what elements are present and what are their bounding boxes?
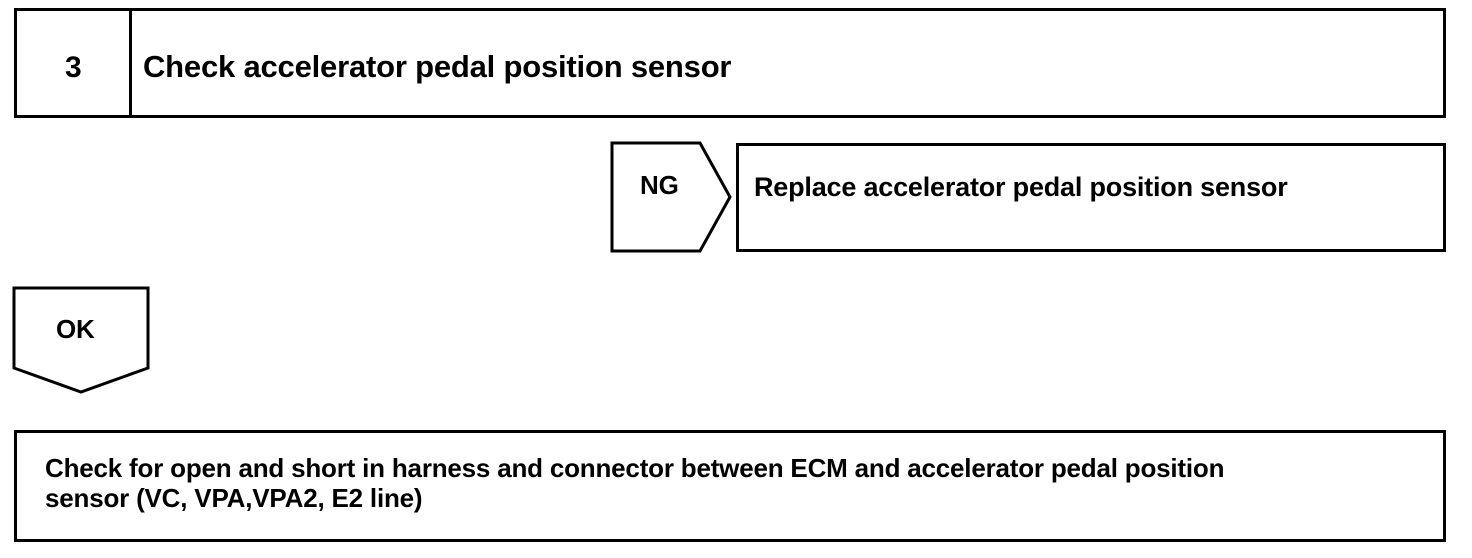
- next-action-line-1: Check for open and short in harness and …: [45, 453, 1225, 483]
- ok-arrow-shape: [12, 286, 150, 394]
- ng-result-text: Replace accelerator pedal position senso…: [754, 172, 1288, 202]
- step-header: 3 Check accelerator pedal position senso…: [14, 8, 1446, 118]
- step-number: 3: [65, 51, 82, 84]
- ng-arrow-shape: [610, 141, 732, 253]
- step-title: Check accelerator pedal position sensor: [143, 49, 732, 84]
- next-action-line-2: sensor (VC, VPA,VPA2, E2 line): [45, 483, 423, 513]
- step-divider: [129, 11, 132, 115]
- ng-label: NG: [640, 170, 679, 200]
- ng-result-box: Replace accelerator pedal position senso…: [736, 143, 1446, 252]
- ok-label: OK: [56, 314, 95, 344]
- next-action-box: Check for open and short in harness and …: [14, 430, 1446, 542]
